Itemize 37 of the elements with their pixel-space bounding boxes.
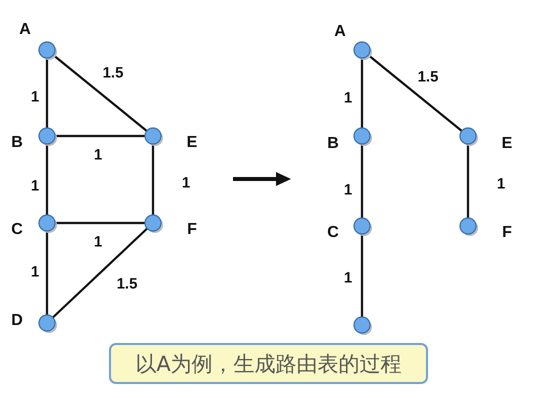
vertex-label: F (502, 224, 512, 242)
vertex-circle (353, 217, 372, 236)
graph-edge (52, 54, 148, 132)
graph-edge (360, 58, 364, 128)
vertex-circle (38, 214, 57, 233)
vertex-circle (144, 127, 163, 146)
vertex-circle (353, 127, 372, 146)
vertex-circle (459, 127, 478, 146)
graph-edge (360, 234, 364, 317)
vertex-label: D (11, 312, 23, 330)
vertex-circle (353, 41, 372, 60)
caption-box: 以A为例，生成路由表的过程 (109, 343, 428, 384)
vertex-label: B (327, 135, 339, 153)
vertex-label: B (11, 134, 23, 152)
vertex-circle (459, 217, 478, 236)
vertex-label: A (19, 21, 31, 39)
vertex-circle (38, 41, 57, 60)
graph-edge (46, 231, 48, 315)
vertex-label: F (187, 221, 197, 239)
vertex-circle (353, 316, 372, 335)
graph-edge (368, 54, 462, 132)
graph-edge (55, 222, 145, 224)
vertex-circle (38, 314, 57, 333)
graph-edge (152, 144, 154, 215)
graph-edge (55, 134, 145, 138)
vertex-label: E (186, 134, 198, 152)
graph-edge (466, 144, 470, 218)
vertex-label: E (502, 135, 512, 153)
graph-edge (360, 144, 364, 218)
vertex-circle (38, 127, 57, 146)
vertex-label: A (334, 23, 346, 41)
graph-edge (46, 144, 48, 215)
vertex-label: C (11, 221, 23, 239)
graph-edge (52, 228, 148, 318)
vertex-circle (144, 214, 163, 233)
graph-edge (46, 58, 48, 128)
vertex-label: C (327, 224, 339, 242)
